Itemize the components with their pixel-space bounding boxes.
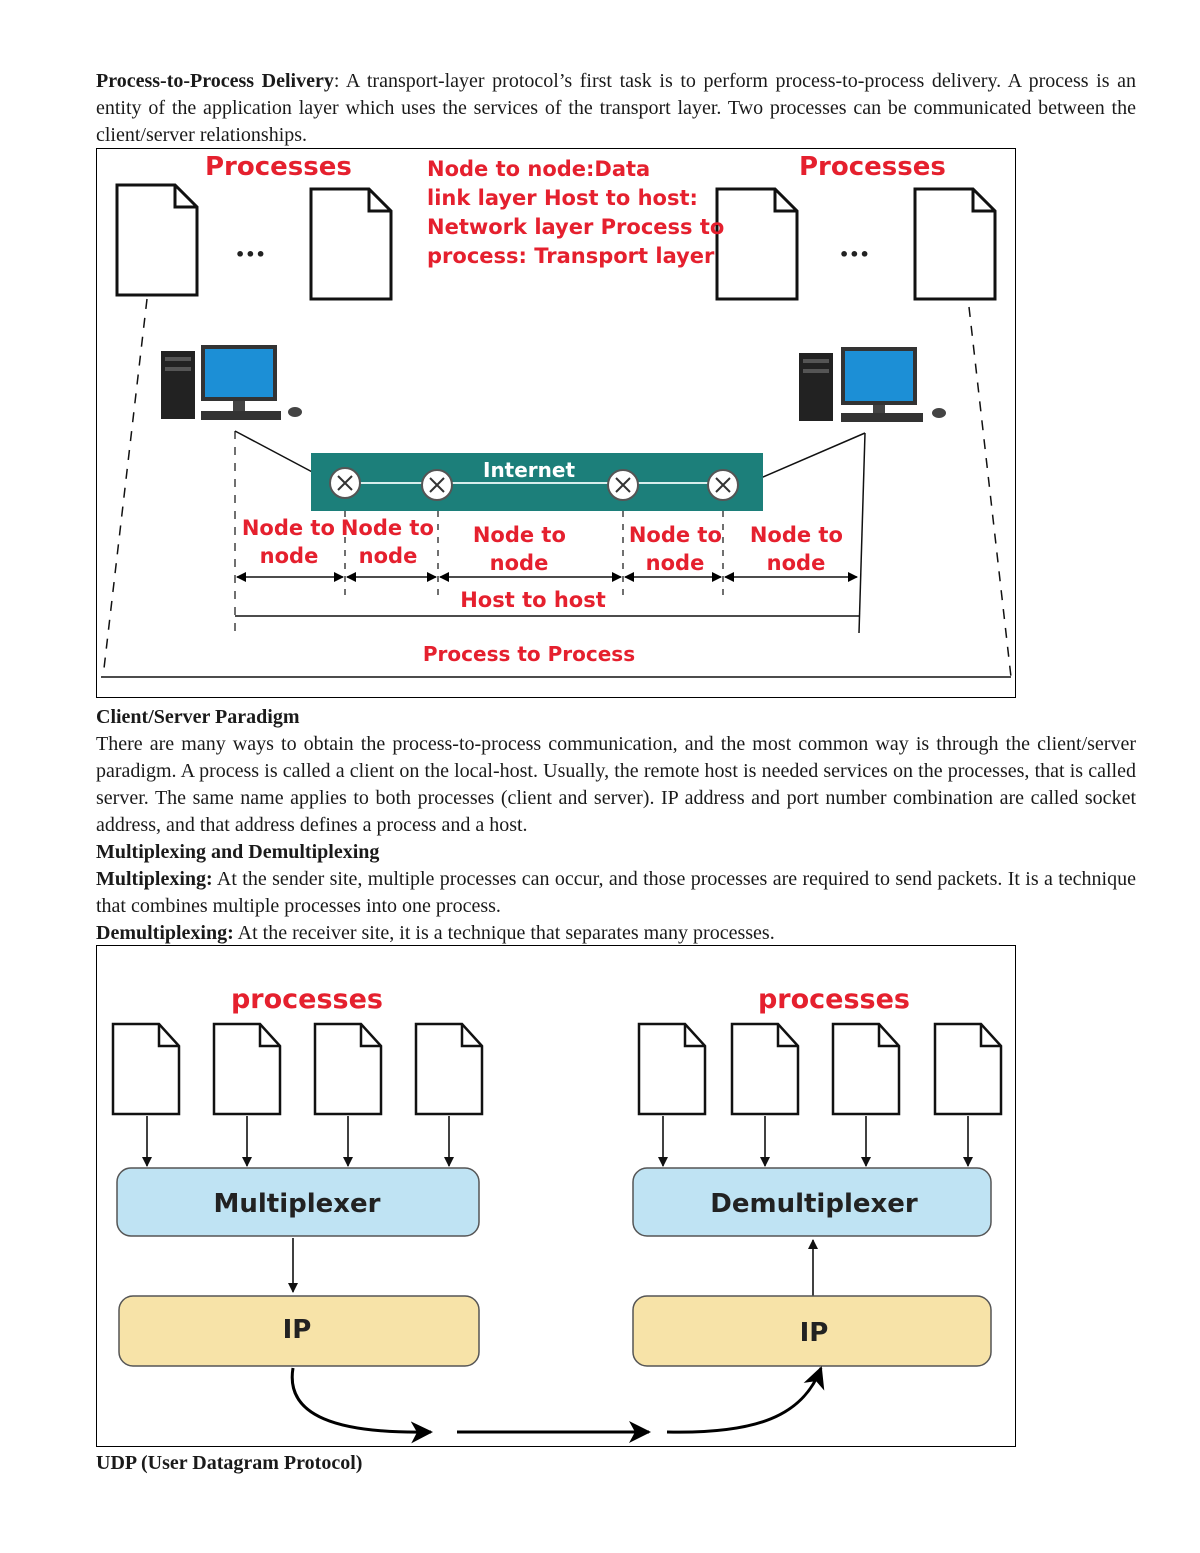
intro-text: : A transport-layer protocol’s first tas… [96,70,1136,146]
processes-left-label: processes [231,984,383,1015]
legend-line: Node to node:Data [427,157,650,181]
ellipsis-left: ••• [235,245,266,264]
process-doc-icon [313,1022,383,1116]
router-icon [707,469,739,501]
process-doc-icon [115,183,199,297]
node-to-node-label: Node to node [629,523,729,575]
internet-label: Internet [483,458,575,482]
ip-left-label: IP [283,1315,312,1345]
demultiplexing-term: Demultiplexing: [96,922,234,944]
node-to-node-label: Node to node [473,523,573,575]
node-to-node-label: Node to node [341,516,441,568]
udp-heading: UDP (User Datagram Protocol) [96,1452,363,1474]
process-doc-icon [637,1022,707,1116]
ip-box-right [632,1295,992,1367]
intro-term: Process-to-Process Delivery [96,70,334,92]
process-doc-icon [831,1022,901,1116]
process-doc-icon [933,1022,1003,1116]
router-icon [329,467,361,499]
multiplexing-term: Multiplexing: [96,868,213,890]
multiplexing-text: At the sender site, multiple processes c… [96,868,1136,917]
process-doc-icon [309,187,393,301]
legend-line: Network layer Process to [427,215,724,239]
ip-box-left [118,1295,480,1367]
legend-line: process: Transport layer [427,244,715,268]
demultiplexing-paragraph: Demultiplexing: At the receiver site, it… [96,920,1136,947]
process-doc-icon [913,187,997,301]
processes-right-label: processes [758,984,910,1015]
ip-right-label: IP [800,1318,829,1348]
router-icon [421,469,453,501]
node-to-node-label: Node to node [242,516,342,568]
computer-icon [799,347,946,422]
demultiplexer-label: Demultiplexer [710,1189,918,1219]
legend-line: link layer Host to host: [427,186,698,210]
multiplexing-paragraph: Multiplexing: At the sender site, multip… [96,866,1136,920]
process-doc-icon [414,1022,484,1116]
host-to-host-label: Host to host [460,588,606,612]
multiplexer-label: Multiplexer [213,1189,380,1219]
process-to-process-label: Process to Process [423,642,635,666]
multiplexer-box [116,1167,480,1237]
demultiplexer-box [632,1167,992,1237]
process-doc-icon [212,1022,282,1116]
client-server-paragraph: There are many ways to obtain the proces… [96,733,1136,836]
processes-left-label: Processes [205,152,352,182]
multiplexing-figure: processes processes [96,945,1016,1447]
process-doc-icon [730,1022,800,1116]
node-to-node-label: Node to node [750,523,850,575]
intro-paragraph: Process-to-Process Delivery: A transport… [96,68,1136,149]
process-doc-icon [715,187,799,301]
computer-icon [161,345,302,420]
process-delivery-figure: Processes Processes ••• ••• Node to node… [96,148,1016,698]
demultiplexing-text: At the receiver site, it is a technique … [233,922,775,944]
process-doc-icon [111,1022,181,1116]
mux-heading: Multiplexing and Demultiplexing [96,841,380,863]
processes-right-label: Processes [799,152,946,182]
router-icon [607,469,639,501]
client-server-heading: Client/Server Paradigm [96,706,300,728]
ellipsis-right: ••• [839,245,870,264]
